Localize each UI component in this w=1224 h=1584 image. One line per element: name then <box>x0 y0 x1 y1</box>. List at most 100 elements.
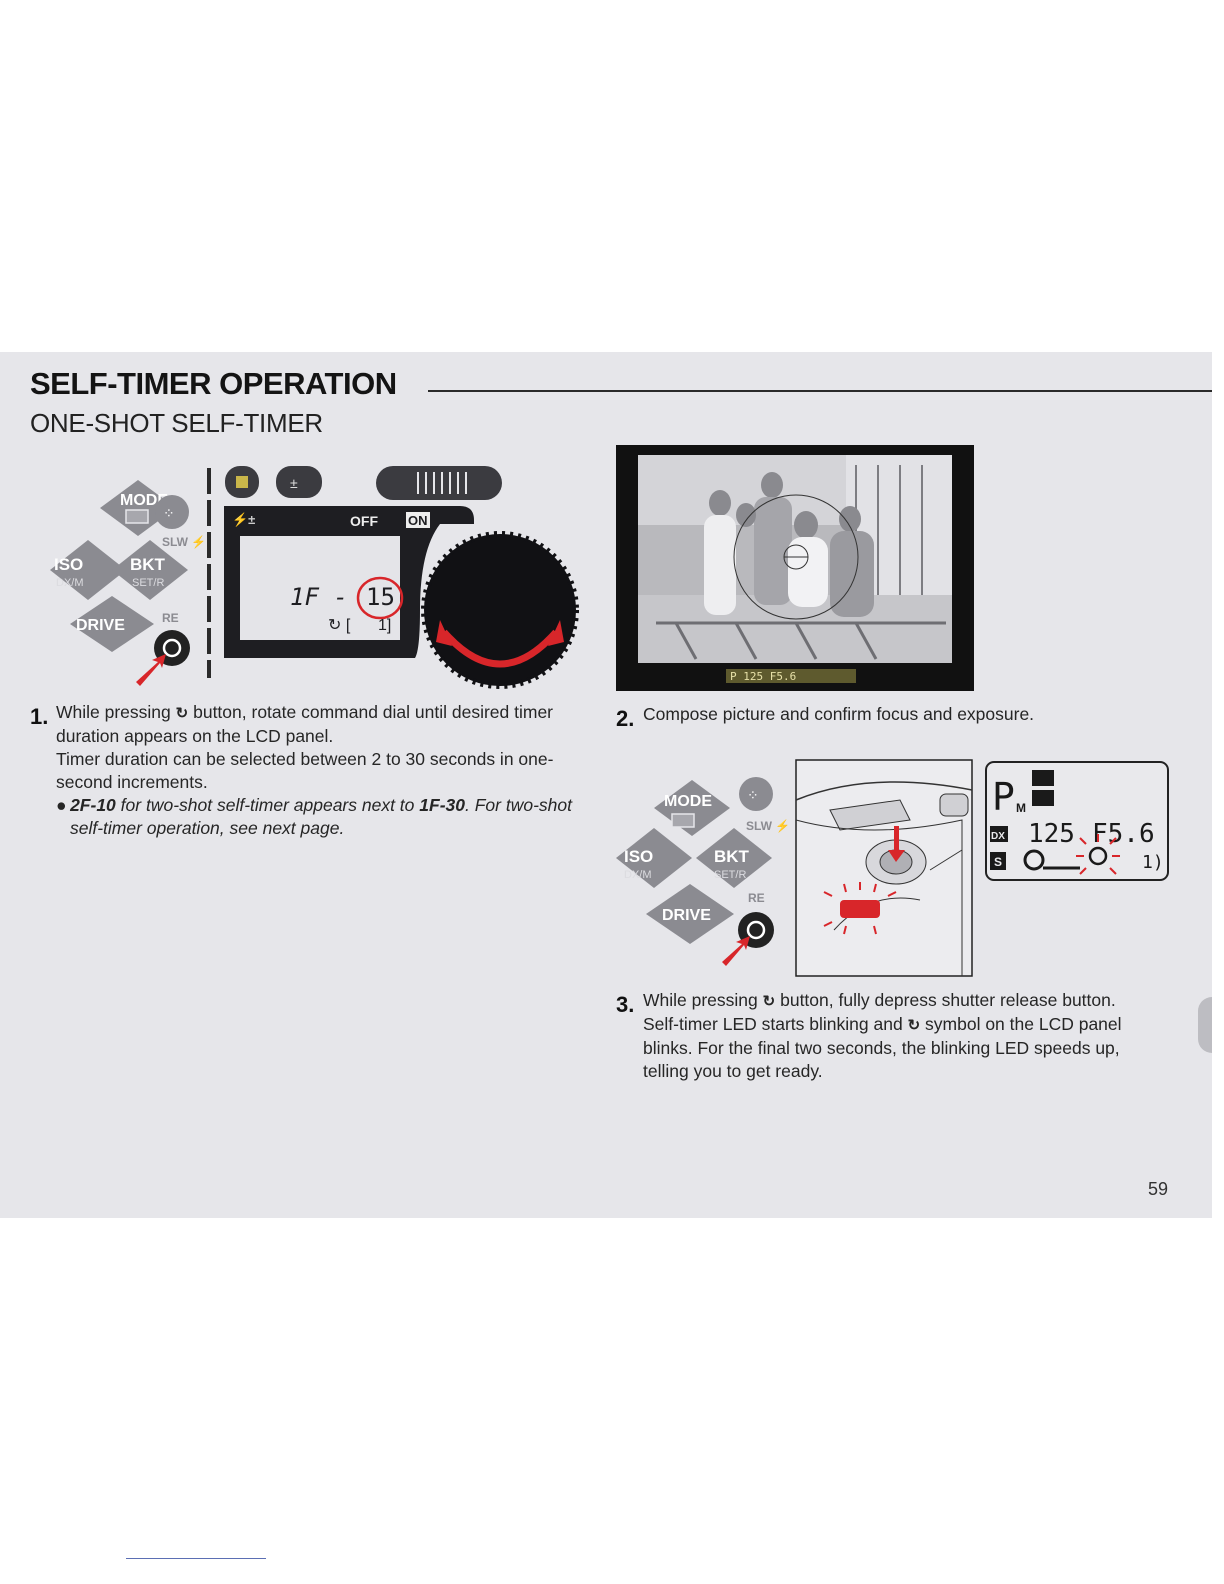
figure-shutter-release: MODE ISO DX/M BKT SET/R DRIVE ⁘ SLW ⚡ RE <box>616 759 1169 977</box>
off-label: OFF <box>350 513 378 529</box>
figure-control-panel: MODE ISO DX/M BKT SET/R DRIVE ⁘ SLW ⚡ RE <box>50 466 579 689</box>
metering-icon-2: ⁘ <box>747 787 759 803</box>
lcd-frame-bracket: 1] <box>378 617 391 634</box>
lcd2-shutter: 125 <box>1028 819 1075 849</box>
lcd2-metering-icon <box>1032 790 1054 806</box>
bkt-button-2[interactable]: BKT SET/R <box>696 828 772 888</box>
on-label: ON <box>408 513 428 528</box>
slw-label-2: SLW ⚡ <box>746 819 790 833</box>
drive-button-2[interactable]: DRIVE <box>646 884 734 944</box>
mode-label: MODE <box>120 492 168 509</box>
step-1-line-c: Timer duration can be selected between 2… <box>56 749 554 792</box>
footer-rule <box>126 1558 266 1559</box>
lcd2-scene-icon <box>1032 770 1054 786</box>
iso-sublabel-2: DX/M <box>624 869 652 881</box>
self-timer-icon-2 <box>746 920 766 940</box>
title-rule <box>428 390 1212 392</box>
drive-label: DRIVE <box>76 617 125 634</box>
step-1-note-c: 1F-30 <box>419 795 465 815</box>
bkt-label-2: BKT <box>714 847 750 866</box>
self-timer-icon <box>162 638 182 658</box>
metering-button-2[interactable] <box>739 777 773 811</box>
step-3-number: 3. <box>616 992 635 1017</box>
command-dial-top[interactable] <box>376 466 502 500</box>
scene-icon-2 <box>671 813 695 828</box>
button-cluster-2: MODE ISO DX/M BKT SET/R DRIVE ⁘ SLW ⚡ RE <box>616 777 790 966</box>
step-1-note-b: for two-shot self-timer appears next to <box>120 795 415 815</box>
iso-label-2: ISO <box>624 847 653 866</box>
bkt-sublabel-2: SET/R <box>714 869 746 881</box>
flash-comp-icon: ⚡± <box>232 512 255 528</box>
figure-viewfinder: P 125 F5.6 <box>616 445 974 691</box>
mode-label-2: MODE <box>664 793 712 810</box>
drive-label-2: DRIVE <box>662 907 711 924</box>
step-1-text: While pressing ↻ button, rotate command … <box>56 701 584 840</box>
manual-page: SELF-TIMER OPERATION ONE-SHOT SELF-TIMER… <box>0 352 1212 1218</box>
step-1-number: 1. <box>30 704 49 729</box>
step-2-number: 2. <box>616 706 635 731</box>
re-label-2: RE <box>748 891 765 905</box>
divider <box>207 468 211 678</box>
button-cluster: MODE ISO DX/M BKT SET/R DRIVE ⁘ SLW ⚡ RE <box>50 480 206 686</box>
lcd2-dx-badge <box>990 826 1008 842</box>
focus-circle <box>733 494 859 620</box>
people-group <box>704 472 874 617</box>
lcd2-film-icon <box>1023 849 1045 871</box>
lcd-timer-icon: ↻ [ <box>328 617 351 634</box>
viewfinder-readout: P 125 F5.6 <box>730 670 796 683</box>
lcd2-blink-rays <box>1076 834 1120 875</box>
lcd2-dx: DX <box>991 831 1005 842</box>
step-1-line-a: While pressing <box>56 702 171 722</box>
self-timer-icon-inline-3: ↻ <box>907 1017 921 1034</box>
scene-icon <box>125 509 149 524</box>
mode-button-2[interactable]: MODE <box>654 780 730 836</box>
step-3-line-c: Self-timer LED starts blinking and <box>643 1014 903 1034</box>
self-timer-icon-inline-2: ↻ <box>762 993 776 1010</box>
bkt-label: BKT <box>130 555 166 574</box>
lcd2-aperture: F5.6 <box>1092 819 1155 849</box>
step-2-text: Compose picture and confirm focus and ex… <box>643 704 1035 724</box>
lcd-readout-value: 15 <box>366 583 395 611</box>
page-edge-tab <box>1198 997 1212 1053</box>
mode-button[interactable]: MODE <box>100 480 176 536</box>
lcd-readout-prefix: 1F - <box>290 583 348 611</box>
drive-button[interactable]: DRIVE <box>70 596 154 652</box>
self-timer-led <box>840 900 880 918</box>
press-arrow <box>136 654 166 686</box>
step-3-line-a: While pressing <box>643 990 758 1010</box>
led-blink-rays <box>823 882 897 935</box>
step-3-line-b: button, fully depress shutter release bu… <box>780 990 1116 1010</box>
step-1-note-d: . For two-shot self-timer operation, see… <box>70 795 572 838</box>
lcd2-mode-sub: M <box>1016 801 1026 815</box>
lcd-screen <box>240 536 400 640</box>
iso-button[interactable]: ISO DX/M <box>50 540 126 600</box>
page-number: 59 <box>1147 1179 1168 1199</box>
on-badge <box>406 512 430 528</box>
iso-button-2[interactable]: ISO DX/M <box>616 828 692 888</box>
exposure-comp-icon: ± <box>290 475 298 491</box>
highlight-circle <box>356 576 404 620</box>
lock-icon <box>236 476 248 488</box>
page-title: SELF-TIMER OPERATION <box>30 366 397 401</box>
lcd2-s: S <box>994 855 1002 869</box>
press-arrow-2 <box>722 936 750 966</box>
press-indicator-head <box>888 850 905 862</box>
slw-label: SLW ⚡ <box>162 535 206 549</box>
metering-icon: ⁘ <box>163 505 175 521</box>
iso-label: ISO <box>54 555 83 574</box>
dial-ridges <box>417 472 467 494</box>
bkt-sublabel: SET/R <box>132 577 164 589</box>
re-label: RE <box>162 611 179 625</box>
bkt-button[interactable]: BKT SET/R <box>112 540 188 600</box>
lcd2-mode: P <box>992 775 1015 819</box>
page-subtitle: ONE-SHOT SELF-TIMER <box>30 408 323 438</box>
lcd2-timer-icon <box>1088 846 1108 866</box>
exposure-comp-button[interactable] <box>276 466 322 498</box>
step-3-line-d: symbol on the LCD panel blinks. For the … <box>643 1014 1122 1081</box>
lcd2-frame-bracket: 1) <box>1142 852 1164 873</box>
rotate-arrowhead-left <box>436 620 452 646</box>
rotate-arrow <box>441 629 559 668</box>
rotate-arrowhead-right <box>548 620 564 646</box>
metering-button[interactable] <box>155 495 189 529</box>
lcd2-s-badge <box>990 852 1006 870</box>
